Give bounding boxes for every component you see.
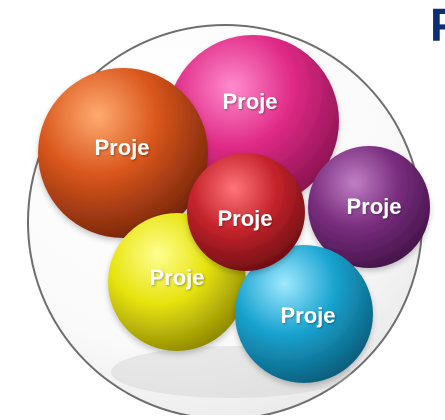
bubble-blue-label: Proje bbox=[280, 303, 335, 328]
bubble-red-label: Proje bbox=[217, 206, 272, 231]
bubble-magenta-label: Proje bbox=[222, 89, 277, 114]
bubble-orange-label: Proje bbox=[94, 135, 149, 160]
bubble-purple-label: Proje bbox=[346, 194, 401, 219]
partial-title: P bbox=[430, 2, 445, 48]
bubble-yellow-label: Proje bbox=[149, 265, 204, 290]
